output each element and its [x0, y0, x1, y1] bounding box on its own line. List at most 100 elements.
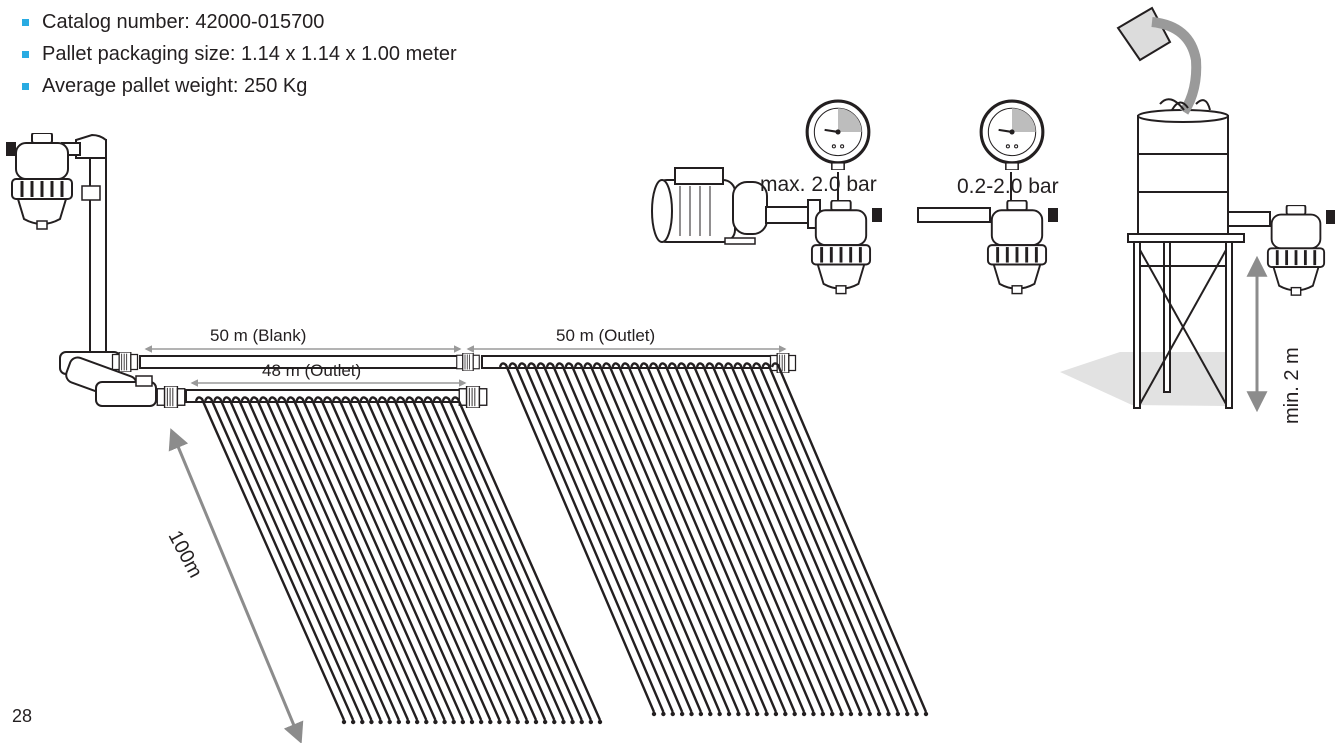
- manifold-fittings: [59, 351, 186, 408]
- dripper-line: [249, 396, 400, 721]
- dripper-end: [488, 719, 493, 725]
- dripper-end: [773, 711, 779, 717]
- dripper-line: [526, 362, 684, 713]
- label-pump-pressure: max. 2.0 bar: [760, 173, 877, 196]
- outlet-pipe: [1227, 211, 1271, 227]
- dimension-arrows: [144, 255, 1268, 743]
- dripper-line: [611, 362, 768, 713]
- dripper-line: [194, 396, 346, 721]
- dripper-end: [478, 719, 484, 725]
- dripper-end: [533, 719, 539, 725]
- dripper-line: [705, 362, 862, 713]
- dripper-end: [754, 711, 760, 717]
- dripper-end: [811, 711, 816, 717]
- dripper-end: [515, 719, 520, 725]
- dripper-end: [341, 719, 347, 725]
- dripper-line: [536, 362, 693, 713]
- dripper-end: [848, 711, 854, 717]
- dripper-end: [726, 711, 732, 717]
- coupler-icon: [111, 352, 139, 372]
- inlet-cap: [6, 142, 16, 156]
- bullet-square-icon: [22, 19, 29, 26]
- coupler-icon: [456, 353, 480, 371]
- dripper-line: [658, 362, 815, 713]
- dripper-end: [369, 719, 374, 725]
- pump-outlet-pipe: [765, 206, 811, 224]
- dripper-line: [268, 396, 419, 721]
- page-number: 28: [12, 706, 33, 726]
- dripper-line: [240, 396, 391, 721]
- dripper-end: [579, 719, 584, 725]
- dripper-line: [295, 396, 446, 721]
- dripper-end: [360, 719, 365, 725]
- dripper-line: [555, 362, 712, 713]
- dripper-end: [451, 719, 456, 725]
- dripper-line: [396, 396, 547, 721]
- dripper-line: [405, 396, 556, 721]
- dim-length-arrow: [168, 428, 304, 743]
- dripper-end: [424, 719, 429, 725]
- gravity-tower-assembly: [1060, 6, 1335, 409]
- tower-shadow: [1060, 352, 1232, 406]
- spec-pallet-size: Pallet packaging size: 1.14 x 1.14 x 1.0…: [20, 38, 457, 70]
- dripper-line: [222, 396, 373, 721]
- dripper-line: [545, 362, 703, 713]
- end-cap-icon: [458, 386, 488, 408]
- pipe-clamp: [81, 185, 101, 201]
- dripper-end: [570, 719, 575, 725]
- dripper-line: [213, 396, 364, 721]
- dripper-line: [313, 396, 464, 721]
- dripper-line: [286, 396, 437, 721]
- dripper-line: [341, 396, 492, 721]
- bullet-square-icon: [22, 83, 29, 90]
- outlet-cap: [1048, 208, 1058, 222]
- barrel-icon: [1137, 109, 1229, 235]
- mains-assembly: [917, 99, 1058, 296]
- tower-top: [1127, 233, 1245, 243]
- dripper-end: [433, 719, 438, 725]
- dripper-line: [742, 362, 899, 713]
- dripper-line: [695, 362, 853, 713]
- dripper-line: [258, 396, 410, 721]
- filter-icon: [1266, 205, 1326, 297]
- dripper-line: [583, 362, 740, 713]
- dripper-line: [752, 362, 909, 713]
- coupler-icon: [156, 386, 186, 408]
- dripper-end: [745, 711, 750, 717]
- dripper-line: [204, 396, 355, 721]
- left-riser-assembly: [6, 133, 107, 366]
- dripper-line: [450, 396, 602, 721]
- pump-terminal-box: [674, 167, 724, 185]
- label-blank-section: 50 m (Blank): [210, 326, 306, 345]
- dripper-end: [405, 719, 411, 725]
- dripper-end: [792, 711, 797, 717]
- dripper-line: [332, 396, 483, 721]
- dripper-line: [277, 396, 428, 721]
- outlet-cap: [1326, 210, 1335, 224]
- spec-pallet-weight: Average pallet weight: 250 Kg: [20, 70, 457, 102]
- dripper-end: [670, 711, 675, 717]
- dripper-line: [714, 362, 871, 713]
- dripper-end: [764, 711, 769, 717]
- label-outlet-bottom-section: 48 m (Outlet): [262, 361, 361, 380]
- dripper-end: [414, 719, 420, 725]
- dripper-line: [733, 362, 890, 713]
- filter-icon: [986, 200, 1048, 296]
- dripper-end: [552, 719, 557, 725]
- dripper-end: [597, 719, 603, 725]
- dripper-line: [602, 362, 759, 713]
- dripper-line: [441, 396, 592, 721]
- dripper-end: [736, 711, 741, 717]
- dripper-line: [573, 362, 731, 713]
- dripper-end: [561, 719, 566, 725]
- pressure-gauge-icon: [979, 99, 1045, 170]
- dripper-lines-right: [498, 362, 929, 717]
- dripper-end: [460, 719, 466, 725]
- pipe-elbow: [75, 133, 107, 159]
- dripper-end: [801, 711, 807, 717]
- dripper-line: [686, 362, 843, 713]
- dripper-end: [923, 711, 929, 717]
- dripper-line: [432, 396, 583, 721]
- dripper-line: [377, 396, 528, 721]
